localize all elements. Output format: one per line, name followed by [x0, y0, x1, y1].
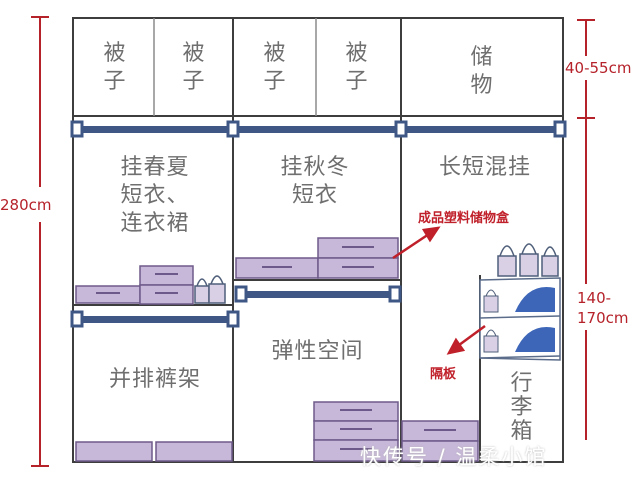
- rod-brackets: [70, 120, 567, 328]
- quilt-label-1: 被 子: [103, 41, 127, 94]
- handbag: [208, 283, 226, 304]
- mid-height-label: 140- 170cm: [577, 289, 629, 327]
- arrow-head: [421, 226, 441, 243]
- total-height-label: 280cm: [0, 196, 52, 214]
- handbag-strap: [485, 329, 497, 337]
- hanging-rods: [76, 126, 560, 323]
- handbag-strap: [543, 246, 557, 257]
- handbag-strap: [499, 245, 515, 257]
- quilt-label-2: 被 子: [182, 41, 206, 94]
- storage-box: [313, 439, 399, 462]
- pants-rack-label: 并排裤架: [108, 367, 201, 392]
- dimension-lines: [31, 16, 595, 467]
- storage-box: [75, 441, 153, 462]
- handbag: [519, 253, 539, 277]
- storage-box: [155, 441, 233, 462]
- top-hanging-rod: [76, 126, 560, 133]
- box-handles: [96, 246, 456, 450]
- rod-bracket: [226, 120, 240, 138]
- rod-bracket: [70, 310, 84, 328]
- storage-box: [313, 420, 399, 441]
- handbag: [483, 295, 499, 313]
- handbag: [541, 255, 559, 277]
- watermark: 快传号 / 温柔小馆: [360, 445, 548, 469]
- quilt-label-3: 被 子: [263, 41, 287, 94]
- handbag-strap: [210, 275, 224, 285]
- quilt-dividers: [153, 18, 317, 116]
- storage-box: [75, 285, 141, 304]
- long-short-label: 长短混挂: [438, 155, 531, 180]
- middle-lower-rod: [236, 291, 398, 298]
- rod-bracket: [394, 120, 408, 138]
- handbag: [497, 255, 517, 277]
- handbag-strap: [485, 289, 497, 297]
- hat: [515, 327, 555, 352]
- handbag: [483, 335, 499, 353]
- right-shelf-unit: [479, 243, 561, 361]
- handbag-strap: [196, 278, 208, 287]
- storage-label: 储 物: [470, 45, 494, 98]
- hat: [515, 287, 555, 312]
- top-handbags: [497, 243, 559, 277]
- handbag: [194, 285, 210, 304]
- shelf-board: [479, 315, 561, 319]
- left-lower-rod: [76, 316, 230, 323]
- top-height-label: 40-55cm: [565, 59, 632, 77]
- rod-bracket: [553, 120, 567, 138]
- arrow-head: [446, 337, 466, 355]
- storage-box: [139, 284, 194, 305]
- handbags: [194, 275, 226, 304]
- flex-space-label: 弹性空间: [271, 339, 364, 364]
- arrow-storage-box: [392, 230, 433, 260]
- storage-box: [139, 265, 194, 286]
- rod-bracket: [388, 285, 402, 303]
- rod-bracket: [70, 120, 84, 138]
- handbag-strap: [521, 243, 537, 255]
- luggage-label: 行 李 箱: [510, 371, 534, 444]
- outer-frame: [72, 17, 564, 463]
- storage-boxes: [75, 237, 479, 462]
- shelf-board: [479, 355, 561, 359]
- spring-summer-label: 挂春夏 短衣、 连衣裙: [120, 155, 190, 236]
- shelf-annotation: 隔板: [430, 367, 457, 382]
- wardrobe-frame: [72, 17, 564, 463]
- annotation-arrows: [392, 226, 486, 355]
- quilt-label-4: 被 子: [345, 41, 369, 94]
- storage-box: [313, 401, 399, 422]
- rod-bracket: [234, 285, 248, 303]
- autumn-winter-label: 挂秋冬 短衣: [280, 155, 350, 208]
- storage-box: [401, 440, 479, 462]
- storage-box-annotation: 成品塑料储物盒: [418, 211, 510, 226]
- rod-bracket: [226, 310, 240, 328]
